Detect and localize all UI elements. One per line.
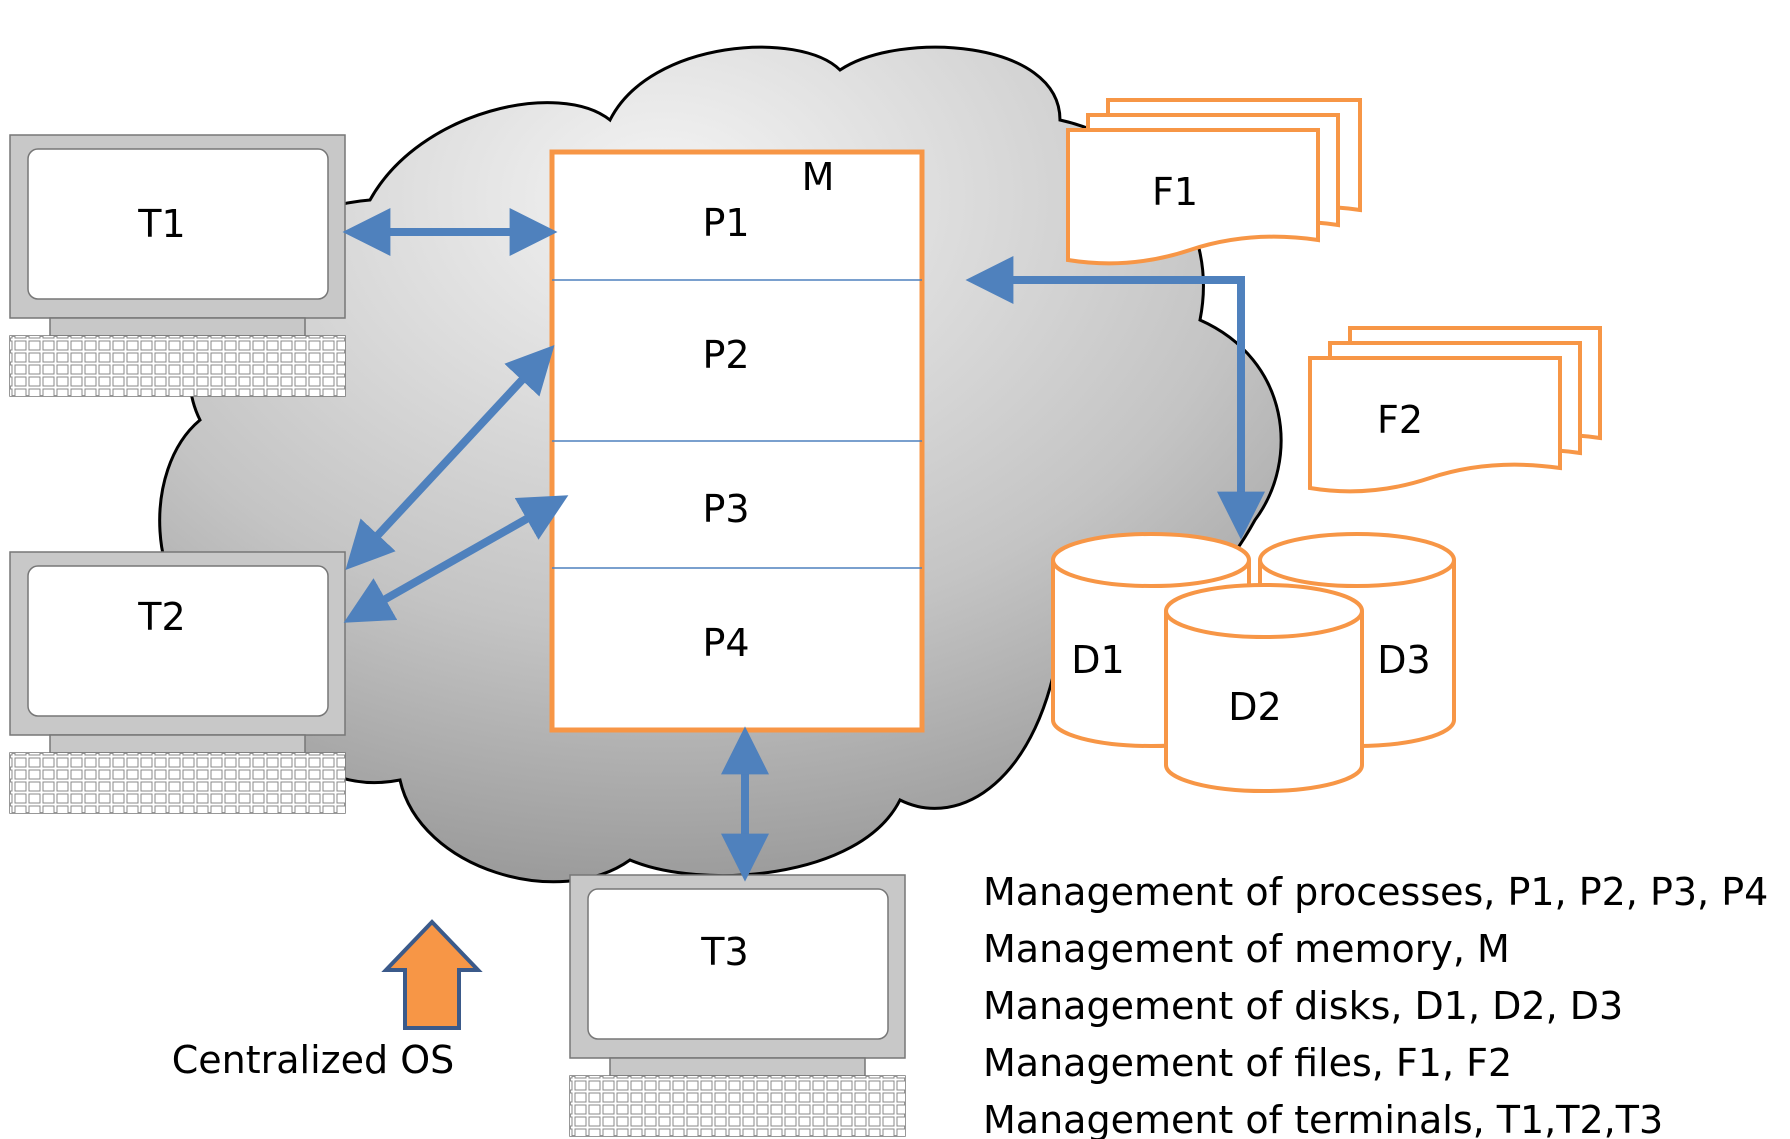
process-p3-label: P3 bbox=[702, 487, 749, 531]
terminal-t2-label: T2 bbox=[137, 595, 185, 639]
disk-d2-label: D2 bbox=[1228, 685, 1281, 729]
arrow-memory-disks bbox=[965, 256, 1265, 540]
file-stack-f1: F1 bbox=[1066, 98, 1362, 266]
terminal-t3: T3 bbox=[569, 874, 906, 1137]
management-item-terminals: Management of terminals, T1,T2,T3 bbox=[983, 1098, 1663, 1139]
management-item-memory: Management of memory, M bbox=[983, 927, 1510, 971]
os-label: Centralized OS bbox=[172, 1038, 454, 1082]
arrow-t2-p3 bbox=[343, 495, 569, 623]
file-f1-label: F1 bbox=[1152, 170, 1198, 214]
management-item-files: Management of files, F1, F2 bbox=[983, 1041, 1512, 1085]
disk-d2: D2 bbox=[1164, 583, 1364, 793]
keyboard-icon bbox=[9, 335, 346, 397]
file-stack-f2: F2 bbox=[1308, 326, 1602, 494]
terminal-t3-label: T3 bbox=[700, 930, 748, 974]
file-f2-label: F2 bbox=[1377, 398, 1423, 442]
memory-label: M bbox=[802, 155, 835, 199]
terminal-t2: T2 bbox=[9, 551, 346, 814]
os-pointer-arrow bbox=[381, 919, 483, 1030]
management-list: Management of processes, P1, P2, P3, P4 … bbox=[983, 870, 1768, 1139]
memory-block: M P1 P2 P3 P4 bbox=[549, 149, 925, 733]
process-p1-label: P1 bbox=[702, 201, 749, 245]
process-p2-label: P2 bbox=[702, 333, 749, 377]
management-item-disks: Management of disks, D1, D2, D3 bbox=[983, 984, 1623, 1028]
disk-d1-label: D1 bbox=[1071, 638, 1124, 682]
management-item-processes: Management of processes, P1, P2, P3, P4 bbox=[983, 870, 1768, 914]
keyboard-icon bbox=[9, 752, 346, 814]
terminal-t1: T1 bbox=[9, 134, 346, 397]
connection-arrows bbox=[342, 208, 1265, 882]
disk-d3-label: D3 bbox=[1377, 638, 1430, 682]
process-p4-label: P4 bbox=[702, 621, 749, 665]
terminal-t1-label: T1 bbox=[137, 202, 185, 246]
keyboard-icon bbox=[569, 1075, 906, 1137]
